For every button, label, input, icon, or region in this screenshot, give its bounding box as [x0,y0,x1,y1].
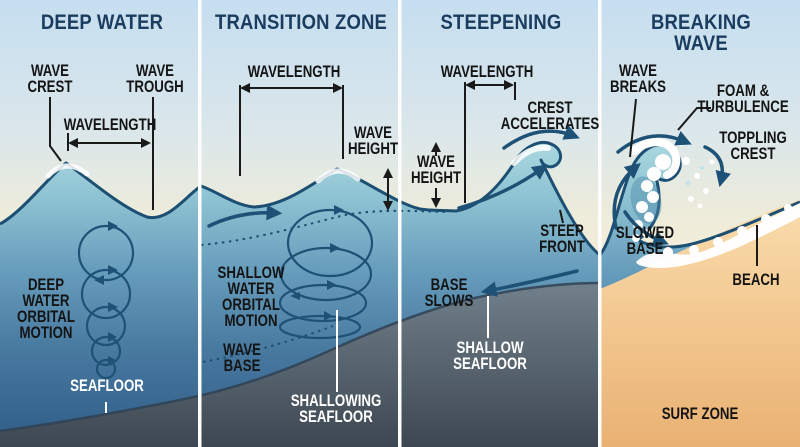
deep-water-orbital-circles [77,221,135,380]
label-wavelength-deep: WAVELENGTH [63,115,157,134]
panel-header-steepening: STEEPENING [440,11,562,34]
label-beach: BEACH [732,270,780,289]
white-pointer-lines [105,296,489,413]
steep-front-pointer [559,209,564,224]
label-toppling-crest: TOPPLING CREST [719,128,787,164]
wave-base-dotted-lines [200,209,448,363]
label-foam-turbulence: FOAM & TURBULENCE [697,81,789,117]
toppling-arrow [703,145,731,188]
panel-header-transition-zone: TRANSITION ZONE [214,11,388,34]
label-wave-height-transition: WAVE HEIGHT [347,123,399,159]
label-deep-orbital-motion: DEEP WATER ORBITAL MOTION [17,275,75,343]
barrel-up-arrow [612,162,641,230]
wave-face-arrow [457,164,549,210]
flow-arrows [207,125,731,297]
panel-header-deep-water: DEEP WATER [40,11,164,34]
measurement-lines [49,80,758,266]
crest-accelerates-arrow [502,125,580,150]
panel-header-breaking-wave: BREAKING WAVE [651,11,751,55]
label-shallow-seafloor: SHALLOW SEAFLOOR [453,338,527,374]
label-crest-accelerates: CREST ACCELERATES [500,98,600,134]
label-wave-trough: WAVE TROUGH [126,61,184,97]
label-slowed-base: SLOWED BASE [615,223,675,259]
wave-breaks-pointer [629,98,637,158]
label-seafloor: SEAFLOOR [70,376,144,395]
label-wave-height-steepening: WAVE HEIGHT [410,152,462,188]
label-wave-breaks: WAVE BREAKS [609,61,667,97]
label-surf-zone: SURF ZONE [661,404,739,423]
beach-sand [600,200,800,447]
crest-top-arrow [616,130,692,154]
base-slows-arrow [480,269,579,297]
foam-turbulence-pointer [677,107,711,131]
label-wavelength-transition: WAVELENGTH [247,62,341,81]
label-base-slows: BASE SLOWS [424,275,474,311]
label-steep-front: STEEP FRONT [539,221,585,257]
crest-highlights [45,144,551,184]
label-wavelength-steepening: WAVELENGTH [440,62,534,81]
seafloor-edge-line [0,281,601,433]
shallow-water-orbital-ellipses [278,205,374,340]
panel-dividers [198,0,602,447]
wave-crest-pointer [49,97,62,162]
label-wave-base: WAVE BASE [222,340,262,376]
label-wave-crest: WAVE CREST [27,61,73,97]
wave-surface-outline [0,141,800,257]
label-shallow-orbital-motion: SHALLOW WATER ORBITAL MOTION [217,263,285,331]
surface-flow-arrow [207,204,283,228]
label-shallowing-seafloor: SHALLOWING SEAFLOOR [290,391,382,427]
barrel-down-arrow [623,210,669,246]
